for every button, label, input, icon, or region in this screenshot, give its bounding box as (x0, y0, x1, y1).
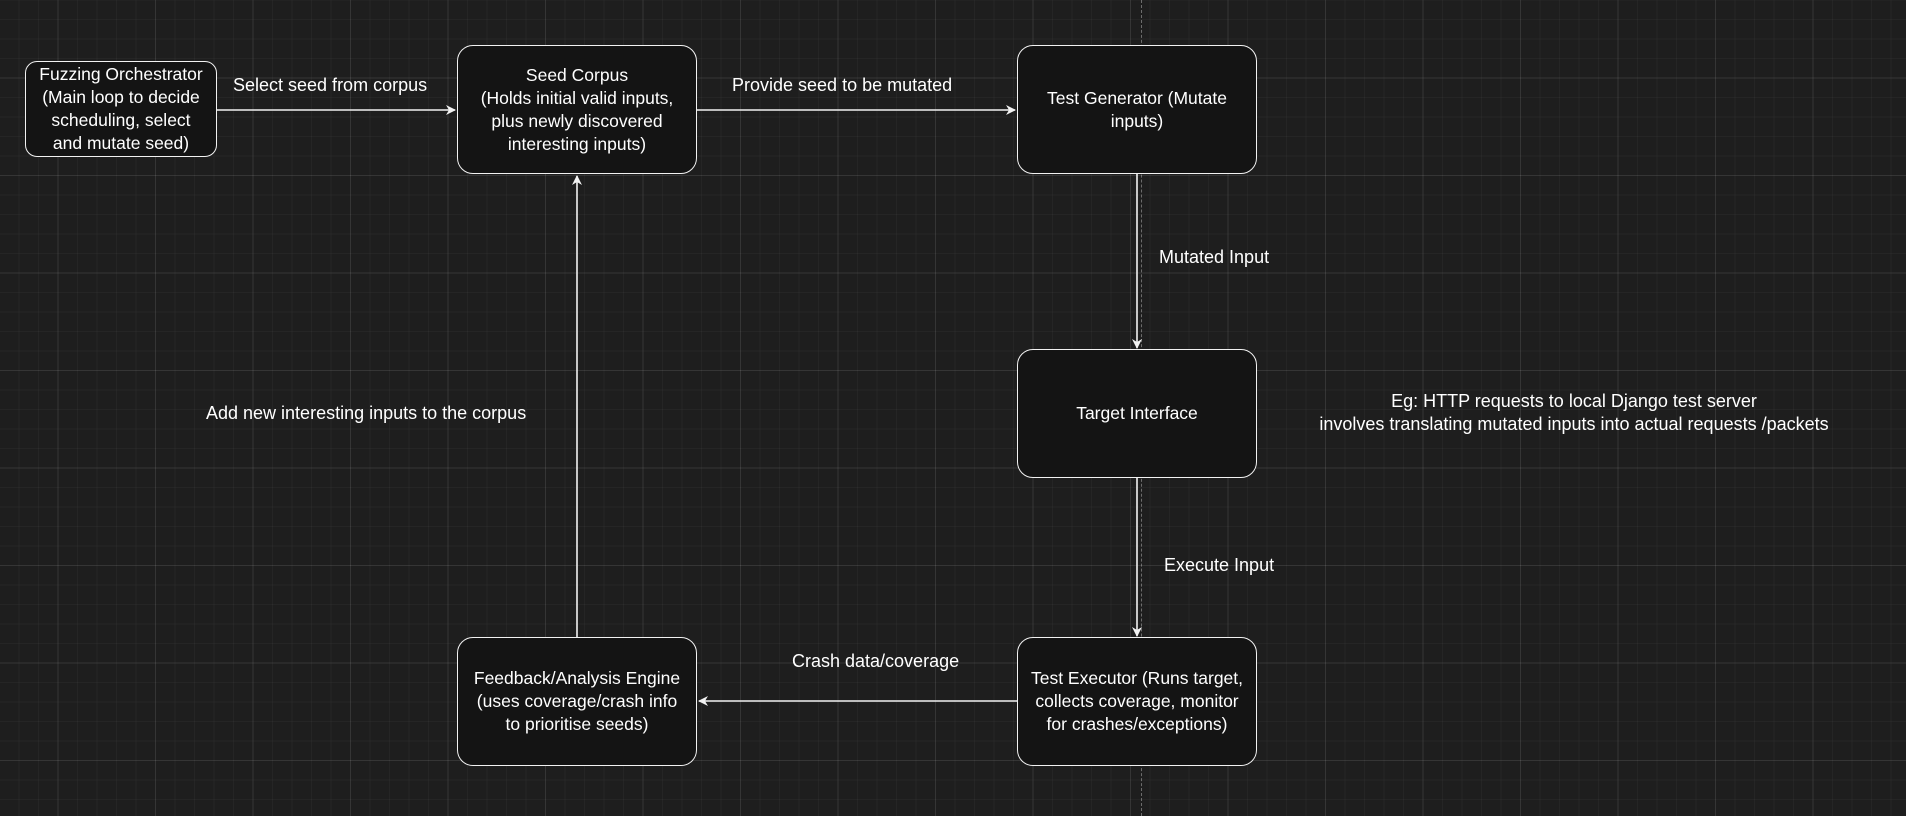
edge-label-add-inputs: Add new interesting inputs to the corpus (206, 403, 527, 423)
seed-corpus-node[interactable]: Seed Corpus (Holds initial valid inputs,… (457, 45, 697, 174)
target-interface-note: Eg: HTTP requests to local Django test s… (1319, 391, 1829, 434)
edge-label-crash-data: Crash data/coverage (792, 651, 960, 671)
feedback-analysis-engine-node[interactable]: Feedback/Analysis Engine (uses coverage/… (457, 637, 697, 766)
edge-label-select-seed: Select seed from corpus (233, 75, 428, 95)
test-executor-node[interactable]: Test Executor (Runs target, collects cov… (1017, 637, 1257, 766)
edge-label-execute-input: Execute Input (1164, 555, 1275, 575)
edge-label-mutated-input: Mutated Input (1159, 247, 1270, 267)
target-interface-node[interactable]: Target Interface (1017, 349, 1257, 478)
fuzzing-orchestrator-node[interactable]: Fuzzing Orchestrator (Main loop to decid… (25, 61, 217, 157)
edge-label-provide-seed: Provide seed to be mutated (732, 75, 953, 95)
test-generator-node[interactable]: Test Generator (Mutate inputs) (1017, 45, 1257, 174)
